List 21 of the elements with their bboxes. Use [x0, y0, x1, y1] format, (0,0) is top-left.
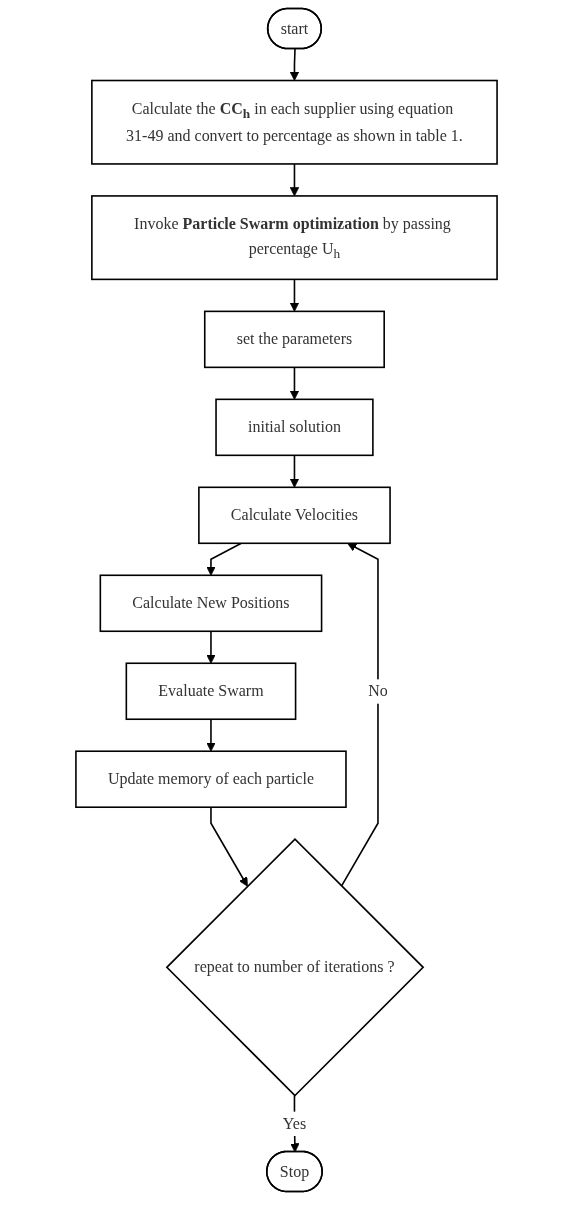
node-box: Evaluate Swarm: [125, 662, 297, 721]
arrow: [206, 630, 216, 664]
node-box: Calculate Velocities: [198, 486, 391, 545]
edge-label: Yes: [282, 1114, 307, 1132]
node-box: initial solution: [215, 398, 374, 457]
arrow: [340, 542, 379, 887]
arrow: [289, 366, 300, 400]
node-diamond: repeat to number of iterations ?: [165, 838, 425, 1097]
arrow: [206, 718, 216, 752]
arrow: [289, 454, 300, 488]
arrow: [289, 163, 300, 197]
arrow: [289, 48, 300, 81]
arrow: [206, 542, 243, 576]
node-box: Update memory of each particle: [75, 750, 347, 808]
node-box: Calculate the CC$_{h}$ in each supplier using equation 31-49 and convert to percentage as shown in table 1.: [91, 79, 498, 165]
arrow: [289, 278, 300, 312]
arrow: [210, 806, 248, 887]
node-box: Invoke Particle Swarm optimization by passing percentage U$_{h}$: [91, 195, 498, 281]
edge-label: No: [368, 682, 388, 700]
node-box: Calculate New Positions: [99, 574, 323, 633]
node-box: set the parameters: [203, 310, 385, 369]
